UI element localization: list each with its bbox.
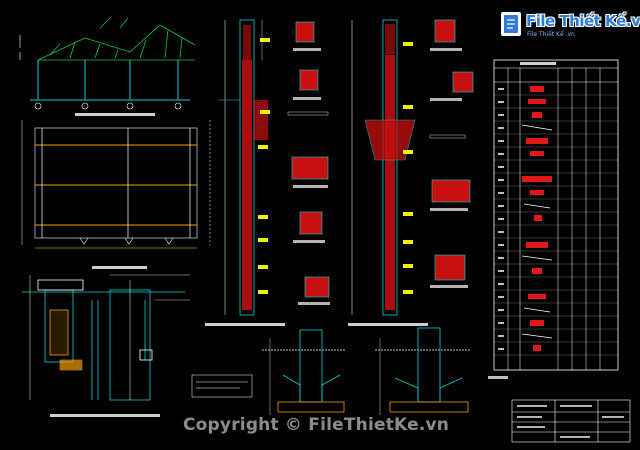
rebar-diagonal-marks bbox=[521, 124, 553, 339]
column-1-sections bbox=[287, 21, 330, 305]
truss-elevation bbox=[37, 17, 196, 61]
rebar-row-numbers bbox=[498, 88, 504, 350]
footing-detail-1 bbox=[262, 329, 345, 415]
detail-section-left bbox=[22, 275, 185, 400]
truss-title bbox=[75, 113, 155, 116]
column-elevation-1 bbox=[218, 19, 270, 316]
filethietke-logo[interactable] bbox=[500, 10, 612, 44]
plan-title bbox=[92, 266, 147, 269]
rebar-shape-marks bbox=[522, 86, 552, 351]
logo-tagline: File Thiết Kế .vn bbox=[527, 31, 575, 38]
title-block bbox=[511, 399, 631, 443]
footing-detail-2 bbox=[375, 327, 470, 415]
column-1-title bbox=[205, 323, 285, 326]
column-2-sections bbox=[429, 19, 474, 288]
copyright-watermark: Copyright © FileThietKe.vn bbox=[183, 415, 450, 435]
notes-box bbox=[191, 374, 253, 398]
floor-plan bbox=[21, 120, 211, 249]
truss-columns bbox=[30, 60, 190, 101]
title-block-text bbox=[517, 405, 624, 438]
notes-label bbox=[488, 376, 508, 379]
rebar-schedule-table bbox=[493, 59, 619, 371]
rebar-schedule-rows bbox=[494, 94, 618, 356]
column-2-title bbox=[348, 323, 428, 326]
logo-name: File Thiết Kế.vn bbox=[526, 12, 640, 30]
column-elevation-2 bbox=[351, 19, 416, 316]
detail-title bbox=[50, 414, 160, 417]
detail-section-right bbox=[109, 274, 190, 401]
truss-grid-markers bbox=[34, 102, 182, 110]
